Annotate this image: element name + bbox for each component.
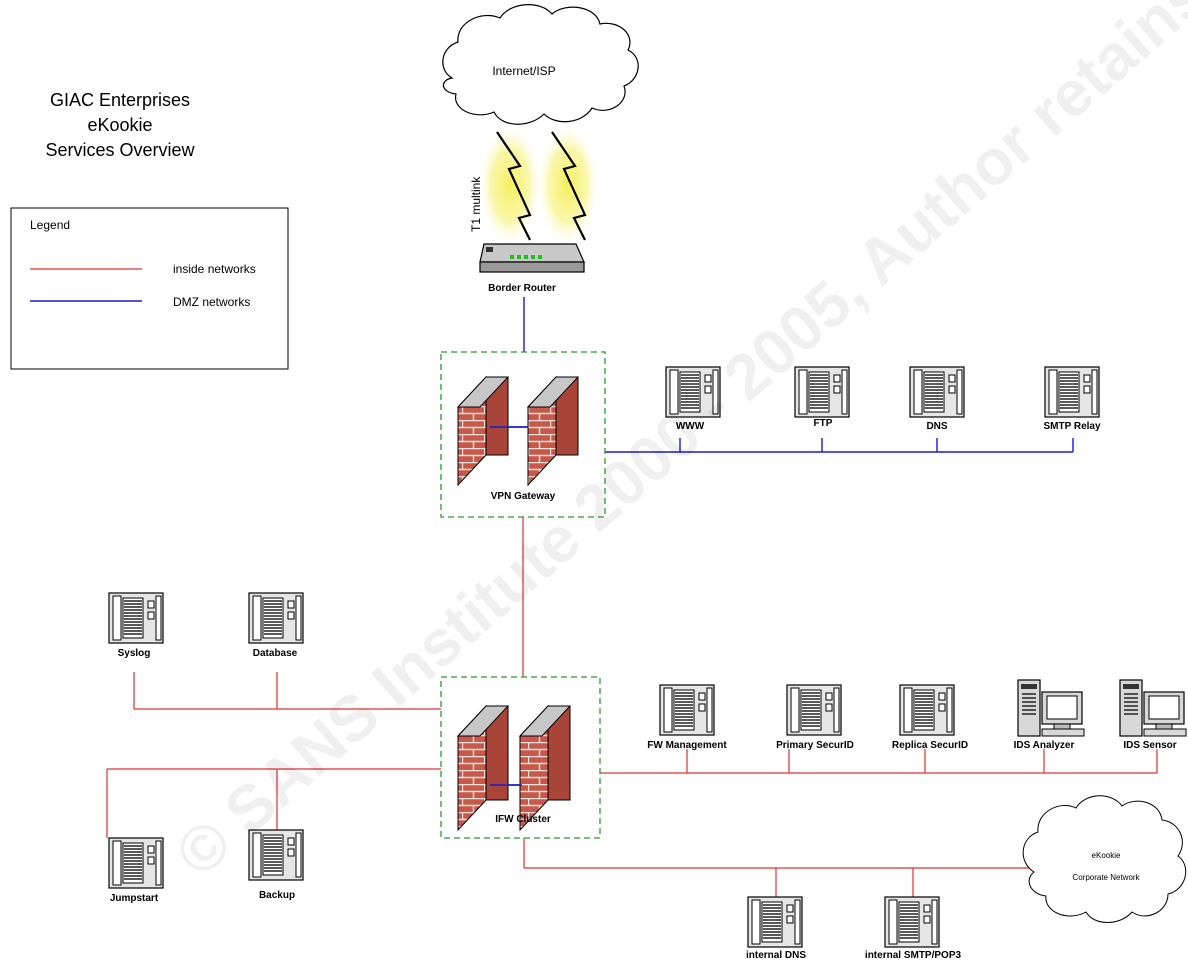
corporate-network-cloud: eKookie Corporate Network xyxy=(1022,795,1187,923)
server-icon xyxy=(884,896,940,948)
ifw-cluster-label: IFW Cluster xyxy=(495,814,551,825)
internet-cloud: Internet/ISP xyxy=(442,4,639,125)
server-ftp-label: FTP xyxy=(814,418,833,429)
lightning-bolt-icon xyxy=(551,131,587,241)
server-icon xyxy=(794,366,850,418)
legend-inside-label: inside networks xyxy=(173,262,256,276)
server-icon xyxy=(747,896,803,948)
server-icon xyxy=(659,684,715,736)
ids-sensor-label: IDS Sensor xyxy=(1123,740,1176,751)
server-primary-securid-label: Primary SecurID xyxy=(776,740,854,751)
server-database-label: Database xyxy=(253,648,298,659)
server-www: WWW xyxy=(665,366,721,432)
ids-analyzer: IDS Analyzer xyxy=(1014,679,1085,751)
server-www-label: WWW xyxy=(676,421,705,432)
server-icon xyxy=(108,837,164,889)
server-backup: Backup xyxy=(248,829,304,901)
server-dns-label: DNS xyxy=(926,421,947,432)
ids-analyzer-label: IDS Analyzer xyxy=(1014,740,1075,751)
server-jumpstart-label: Jumpstart xyxy=(110,893,159,904)
firewall-icon xyxy=(518,704,572,832)
server-icon xyxy=(248,592,304,644)
ids-sensor: IDS Sensor xyxy=(1119,679,1187,751)
internet-label: Internet/ISP xyxy=(492,64,555,78)
server-fw-management: FW Management xyxy=(647,684,727,751)
legend-dmz-label: DMZ networks xyxy=(173,295,250,309)
server-icon xyxy=(108,592,164,644)
server-internal-smtp-pop3: internal SMTP/POP3 xyxy=(865,896,962,961)
server-replica-securid-label: Replica SecurID xyxy=(892,740,968,751)
firewall-icon xyxy=(456,704,510,832)
corporate-line-2: Corporate Network xyxy=(1072,873,1140,882)
server-internal-dns-label: internal DNS xyxy=(746,950,806,961)
legend-box: Legend inside networks DMZ networks xyxy=(10,207,289,370)
title-line-3: Services Overview xyxy=(45,140,195,160)
server-smtp-relay: SMTP Relay xyxy=(1043,366,1101,432)
vpn-gateway: VPN Gateway xyxy=(440,351,606,518)
server-backup-label: Backup xyxy=(259,890,295,901)
firewall-icon xyxy=(456,375,510,487)
server-icon xyxy=(786,684,842,736)
server-icon xyxy=(899,684,955,736)
server-replica-securid: Replica SecurID xyxy=(892,684,968,751)
firewall-icon xyxy=(526,375,580,487)
border-router: Border Router xyxy=(479,243,585,294)
ifw-cluster: IFW Cluster xyxy=(440,676,601,839)
server-dns: DNS xyxy=(909,366,965,432)
t1-link-label: T1 multink xyxy=(469,176,483,232)
vpn-gateway-label: VPN Gateway xyxy=(491,491,556,502)
server-internal-smtp-pop3-label: internal SMTP/POP3 xyxy=(865,950,962,961)
title-line-1: GIAC Enterprises xyxy=(50,90,190,110)
server-ftp: FTP xyxy=(794,366,850,429)
server-fw-management-label: FW Management xyxy=(647,740,727,751)
server-primary-securid: Primary SecurID xyxy=(776,684,854,751)
border-router-label: Border Router xyxy=(488,283,556,294)
workstation-icon xyxy=(1017,679,1085,737)
server-jumpstart: Jumpstart xyxy=(108,837,164,904)
legend-heading: Legend xyxy=(30,218,70,232)
server-internal-dns: internal DNS xyxy=(746,896,806,961)
lightning-bolt-icon xyxy=(496,131,532,241)
copyright-watermark: © SANS Institute 2000 - 2005, Author ret… xyxy=(162,0,1188,891)
t1-links: T1 multink xyxy=(469,123,600,247)
server-syslog: Syslog xyxy=(108,592,164,659)
server-syslog-label: Syslog xyxy=(118,648,151,659)
corporate-line-1: eKookie xyxy=(1092,851,1121,860)
server-database: Database xyxy=(248,592,304,659)
workstation-icon xyxy=(1119,679,1187,737)
server-icon xyxy=(909,366,965,418)
server-smtp-relay-label: SMTP Relay xyxy=(1043,421,1100,432)
title-line-2: eKookie xyxy=(87,115,152,135)
server-icon xyxy=(1044,366,1100,418)
diagram-title: GIAC Enterprises eKookie Services Overvi… xyxy=(45,90,195,160)
